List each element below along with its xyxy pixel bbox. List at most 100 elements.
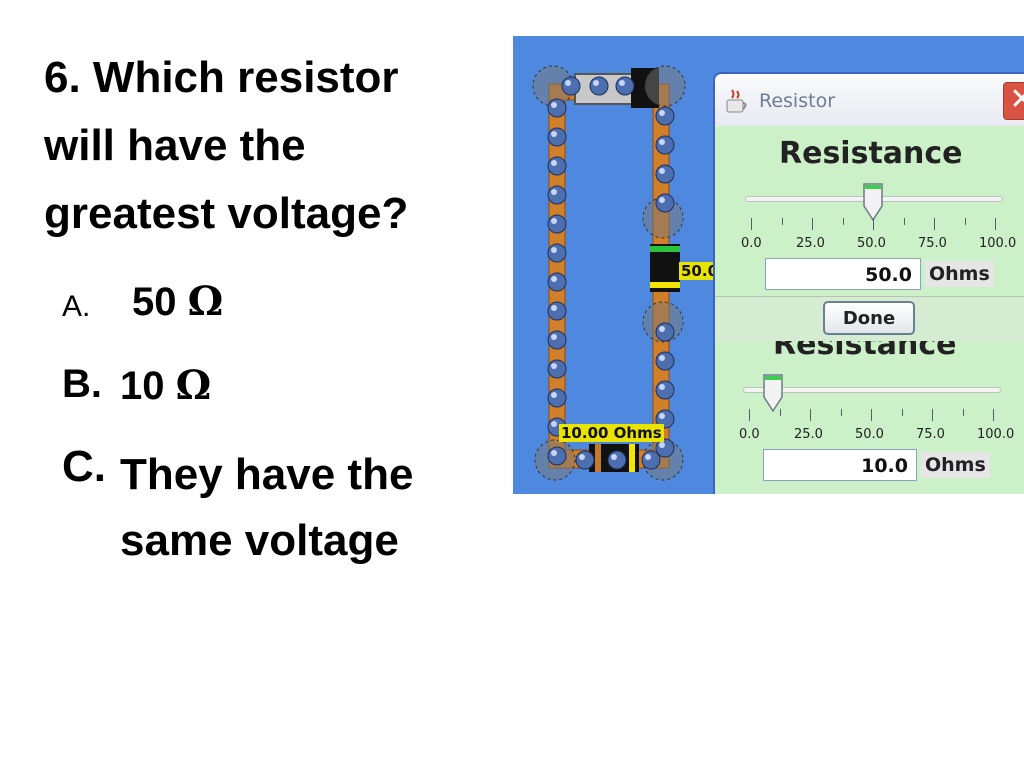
junction-top-right[interactable] [644,65,686,107]
resistance-heading-top: Resistance [779,136,963,171]
electron-highlight [551,247,557,253]
slider-tick-label: 50.0 [855,427,884,442]
electron [641,450,661,470]
electron [547,214,567,234]
slider-tick [810,409,811,421]
electron-highlight [619,80,625,86]
slider-tick [840,409,842,416]
slider-tick-label: 25.0 [796,236,825,251]
resistor-band-brown [595,444,601,472]
slider-tick-label: 0.0 [739,427,760,442]
option-c-letter: C. [62,442,106,491]
slider-tick [993,409,994,421]
electron-highlight [645,454,651,460]
slider-tick [779,409,781,416]
electron-highlight [551,131,557,137]
slider-tick [873,218,874,230]
resistance-slider-track-bottom[interactable] [743,387,1001,393]
resistance-value-field-top[interactable]: 50.0 [765,258,921,290]
option-b-unit: Ω [175,362,212,409]
electron-highlight [551,363,557,369]
slider-tick [995,218,996,230]
slider-tick-label: 25.0 [794,427,823,442]
resistor-50-label: 50.0 [679,262,721,280]
dialog-titlebar[interactable]: Resistor ✕ [715,74,1024,126]
electron-highlight [551,305,557,311]
electron [607,450,627,470]
electron-highlight [659,442,665,448]
slider-tick [964,218,966,225]
option-b-value: 10 [120,364,165,408]
electron-highlight [659,384,665,390]
done-button[interactable]: Done [823,301,915,335]
electron-highlight [551,102,557,108]
close-icon[interactable]: ✕ [1003,82,1024,120]
electron [547,156,567,176]
slider-tick [749,409,750,421]
electron-highlight [551,421,557,427]
slider-tick [934,218,935,230]
electron-highlight [551,334,557,340]
slider-tick [751,218,752,230]
resistor-band-yellow-2 [629,444,635,472]
option-a: 50 Ω [132,278,223,325]
circuit-diagram [532,65,686,481]
option-a-letter: A. [62,290,91,323]
option-a-unit: Ω [187,278,224,325]
electron [547,446,567,466]
option-b-letter: B. [62,362,102,406]
electron-highlight [551,218,557,224]
electron [655,106,675,126]
electron [655,164,675,184]
electron [547,185,567,205]
slider-tick-label: 75.0 [916,427,945,442]
resistor-10-label: 10.00 Ohms [559,424,664,442]
slider-tick [871,409,872,421]
electron-highlight [551,450,557,456]
electron-highlight [659,326,665,332]
slider-tick-label: 50.0 [857,236,886,251]
electron-highlight [659,110,665,116]
electron [575,450,595,470]
electron-highlight [659,413,665,419]
resistance-value-field-bottom[interactable]: 10.0 [763,449,917,481]
resistor-band-green [650,246,680,252]
electron-highlight [551,160,557,166]
electron [547,98,567,118]
resistor-band-yellow [650,282,680,288]
electron-highlight [593,80,599,86]
option-a-value: 50 [132,280,177,324]
electron [615,76,635,96]
slider-tick [812,218,813,230]
electron-highlight [659,197,665,203]
resistance-unit-top: Ohms [925,261,994,287]
electron-highlight [565,80,571,86]
slider-tick [962,409,964,416]
electron [547,388,567,408]
resistance-slider-thumb-top[interactable] [862,182,884,222]
option-b: 10 Ω [120,362,211,409]
slider-tick [903,218,905,225]
resistance-slider-thumb-bottom[interactable] [762,373,784,413]
slider-tick-label: 0.0 [741,236,762,251]
electron [547,359,567,379]
electron-highlight [659,355,665,361]
electron-highlight [551,189,557,195]
java-cup-icon [726,89,747,113]
electron [561,76,581,96]
dialog-title: Resistor [759,90,835,112]
slider-tick [932,409,933,421]
option-c-text: They have the same voltage [120,450,414,565]
electron [655,135,675,155]
electrons [547,76,675,470]
electron-highlight [659,139,665,145]
slider-tick [901,409,903,416]
electron-highlight [551,276,557,282]
electron-highlight [611,454,617,460]
electron [655,193,675,213]
resistance-unit-bottom: Ohms [921,452,990,478]
electron [655,351,675,371]
electron [655,322,675,342]
